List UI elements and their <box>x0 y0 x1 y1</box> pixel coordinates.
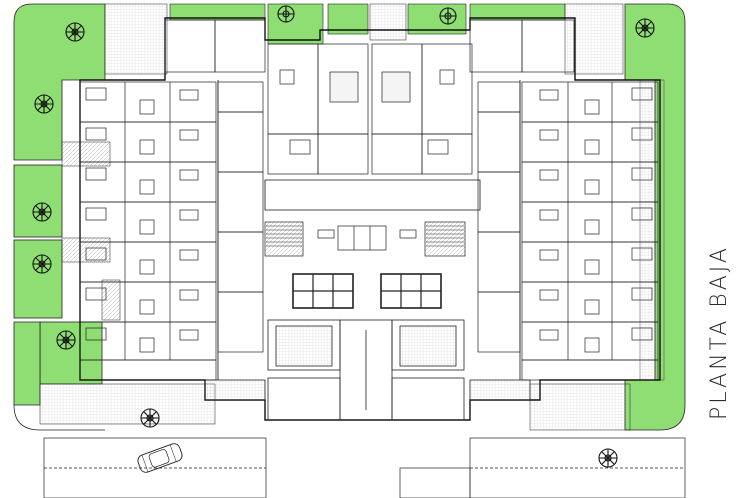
lawn-left-top <box>13 3 106 161</box>
tree-icon <box>635 18 655 38</box>
central-hall <box>264 221 466 309</box>
tree-icon <box>65 22 85 42</box>
tree-icon <box>32 202 52 222</box>
bottom-block <box>204 319 531 421</box>
left-wing-units <box>79 81 264 381</box>
right-wing-units <box>477 81 659 381</box>
tree-icon <box>140 408 160 428</box>
top-gardens <box>169 3 566 45</box>
left-gardens <box>13 3 121 431</box>
tree-icon <box>32 254 52 274</box>
car-icon <box>137 443 183 473</box>
tree-icon <box>439 7 457 25</box>
tree-icon <box>34 94 54 114</box>
lawn-left-bottom <box>13 321 41 406</box>
parking-strip <box>43 437 686 498</box>
floor-label: PLANTA BAJA <box>707 245 732 420</box>
tree-icon <box>56 330 76 350</box>
stair-icon <box>266 225 464 247</box>
lawn-left-2 <box>13 164 63 238</box>
tree-icon <box>277 5 295 23</box>
top-units <box>164 19 575 175</box>
tree-icon <box>598 448 618 468</box>
right-gardens <box>624 3 686 431</box>
lawn-left-4 <box>39 321 103 385</box>
lawn-left-3 <box>13 239 63 319</box>
trees <box>32 5 655 468</box>
paving <box>39 3 631 431</box>
